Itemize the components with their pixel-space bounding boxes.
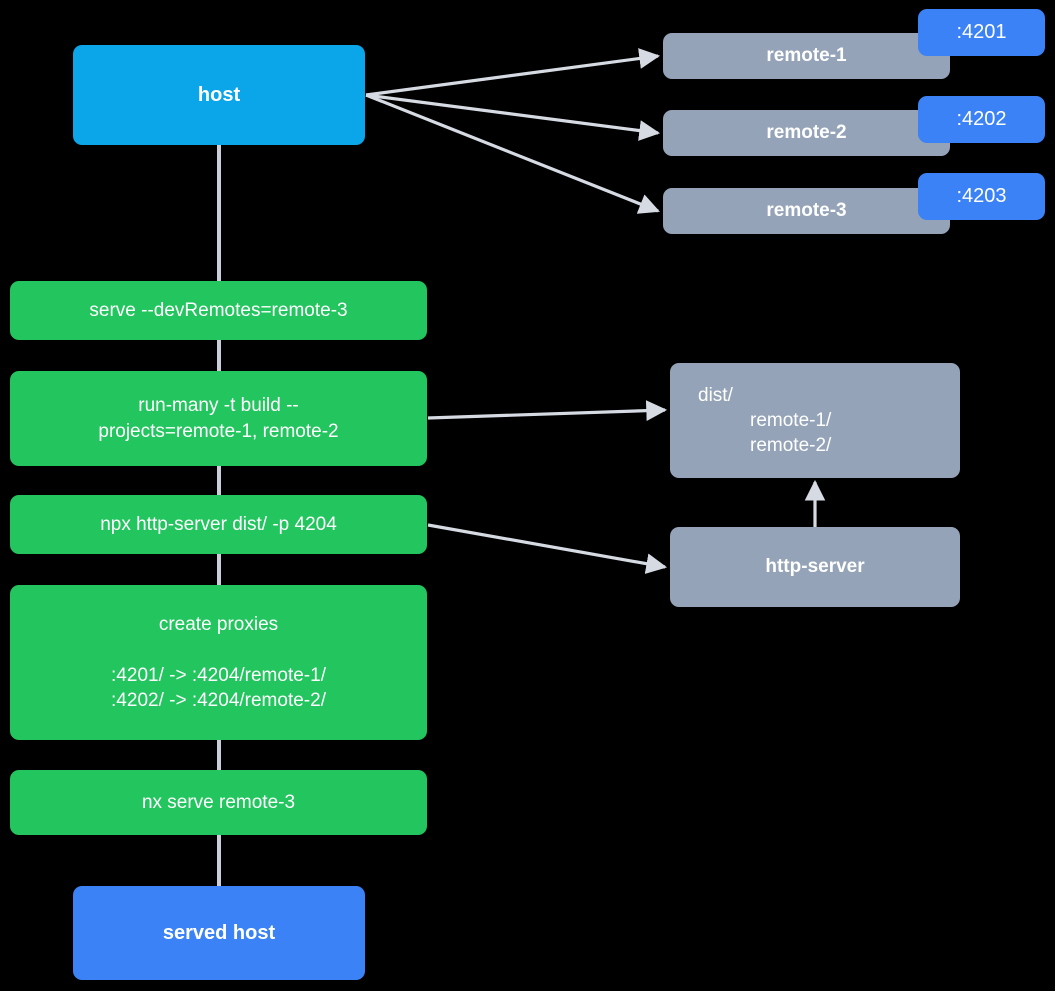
edge-host-to-remote-2 [365,93,661,141]
command-create-proxies-line-1: :4201/ -> :4204/remote-1/ [111,664,326,686]
edge-npx-to-httpserver [427,523,668,574]
command-create-proxies-line-2: :4202/ -> :4204/remote-2/ [111,690,326,712]
node-remote-3[interactable]: remote-3 [663,188,950,234]
dist-folder-text: dist/ remote-1/ remote-2/ [698,383,831,459]
port-badge-remote-3[interactable]: :4203 [918,173,1045,220]
dist-line-1: dist/ [698,384,733,406]
command-create-proxies-text: create proxies :4201/ -> :4204/remote-1/… [111,612,326,714]
node-remote-1-label: remote-1 [766,45,847,67]
node-command-npx-http-server[interactable]: npx http-server dist/ -p 4204 [10,495,427,554]
node-command-serve-devremotes[interactable]: serve --devRemotes=remote-3 [10,281,427,340]
dist-line-2: remote-1/ [750,409,832,431]
node-served-host-label: served host [162,921,276,944]
edge-host-to-remote-1 [365,48,661,97]
command-run-many-line-2: projects=remote-1, remote-2 [98,420,339,442]
node-host-label: host [197,83,241,106]
node-host[interactable]: host [73,45,365,145]
node-served-host[interactable]: served host [73,886,365,980]
node-command-nx-serve-remote3[interactable]: nx serve remote-3 [10,770,427,835]
command-serve-devremotes-label: serve --devRemotes=remote-3 [89,299,348,321]
node-command-run-many-build[interactable]: run-many -t build -- projects=remote-1, … [10,371,427,466]
node-remote-1[interactable]: remote-1 [663,33,950,79]
edge-runmany-to-dist [427,400,668,422]
command-run-many-line-1: run-many -t build -- [138,395,299,417]
dist-line-3: remote-2/ [750,435,832,457]
node-command-create-proxies[interactable]: create proxies :4201/ -> :4204/remote-1/… [10,585,427,740]
port-badge-remote-3-label: :4203 [956,185,1007,208]
port-badge-remote-1[interactable]: :4201 [918,9,1045,56]
edge-host-to-remote-3 [365,93,660,214]
command-npx-http-server-label: npx http-server dist/ -p 4204 [100,513,337,535]
node-remote-3-label: remote-3 [766,200,847,222]
node-http-server-label: http-server [765,556,865,578]
command-nx-serve-remote3-label: nx serve remote-3 [141,791,296,813]
port-badge-remote-2-label: :4202 [956,108,1007,131]
node-remote-2-label: remote-2 [766,122,847,144]
command-create-proxies-title: create proxies [158,613,279,635]
node-dist-folder[interactable]: dist/ remote-1/ remote-2/ [670,363,960,478]
port-badge-remote-2[interactable]: :4202 [918,96,1045,143]
port-badge-remote-1-label: :4201 [956,21,1007,44]
command-run-many-build-text: run-many -t build -- projects=remote-1, … [98,393,338,444]
node-remote-2[interactable]: remote-2 [663,110,950,156]
node-http-server[interactable]: http-server [670,527,960,607]
